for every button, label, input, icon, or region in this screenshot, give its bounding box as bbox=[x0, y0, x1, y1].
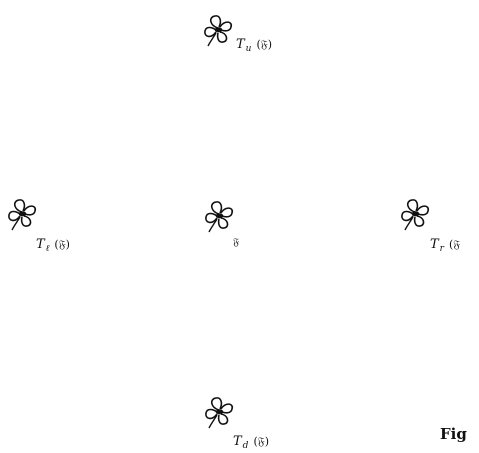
label-left: Tℓ (𝔉) bbox=[36, 237, 70, 254]
label-down-t: T bbox=[233, 434, 242, 449]
flower-center bbox=[201, 198, 237, 234]
label-left-paren: (𝔉) bbox=[54, 238, 70, 251]
label-upper-t: T bbox=[236, 37, 245, 52]
label-down: Td (𝔉) bbox=[233, 434, 269, 451]
flower-down bbox=[201, 394, 237, 430]
label-right-t: T bbox=[430, 237, 439, 252]
label-down-sub: d bbox=[243, 441, 249, 451]
label-down-paren: (𝔉) bbox=[253, 435, 269, 448]
label-right-paren: (𝔉 bbox=[449, 238, 460, 251]
label-upper-paren: (𝔉) bbox=[256, 38, 272, 51]
label-right: Tr (𝔉 bbox=[430, 237, 460, 254]
flower-right bbox=[397, 196, 433, 232]
figure-caption: Fig bbox=[440, 425, 467, 443]
label-right-sub: r bbox=[440, 244, 444, 254]
label-upper: Tu (𝔉) bbox=[236, 37, 272, 54]
label-left-t: T bbox=[36, 237, 45, 252]
flower-upper bbox=[200, 12, 236, 48]
label-left-sub: ℓ bbox=[46, 244, 50, 254]
label-center: 𝔉 bbox=[233, 237, 239, 248]
label-upper-sub: u bbox=[246, 44, 252, 54]
flower-left bbox=[4, 196, 40, 232]
